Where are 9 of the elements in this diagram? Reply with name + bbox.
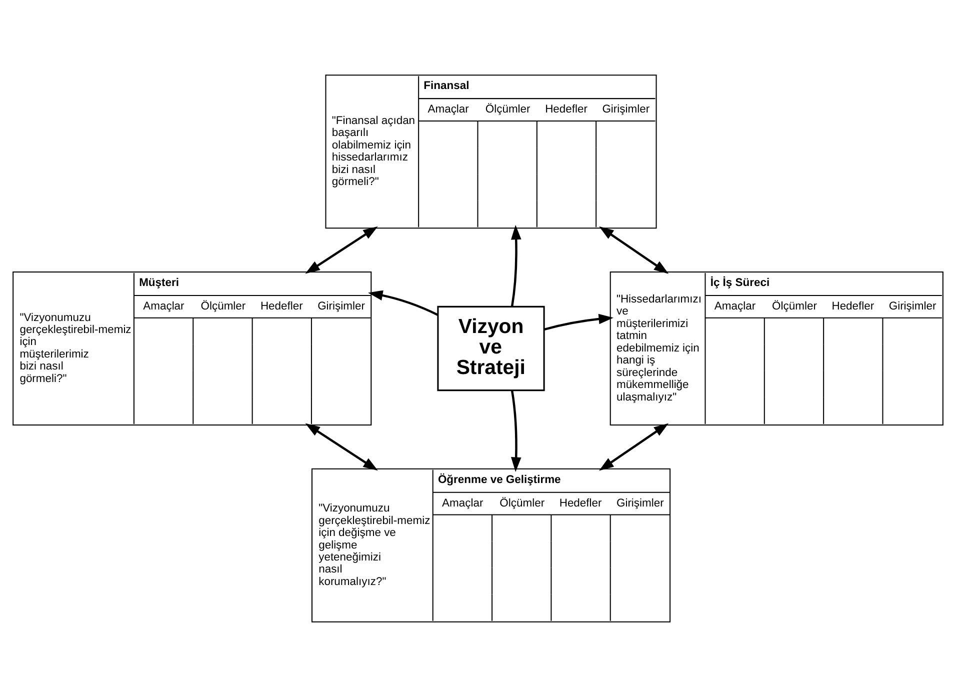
arrow bbox=[510, 224, 521, 307]
node-box: Vizyon ve Strateji bbox=[436, 306, 544, 392]
arrow bbox=[304, 226, 378, 274]
arrow bbox=[368, 290, 438, 316]
arrow bbox=[544, 314, 613, 331]
arrow bbox=[598, 226, 668, 274]
arrow bbox=[510, 390, 521, 472]
arrow bbox=[304, 423, 378, 471]
arrow bbox=[598, 423, 668, 471]
